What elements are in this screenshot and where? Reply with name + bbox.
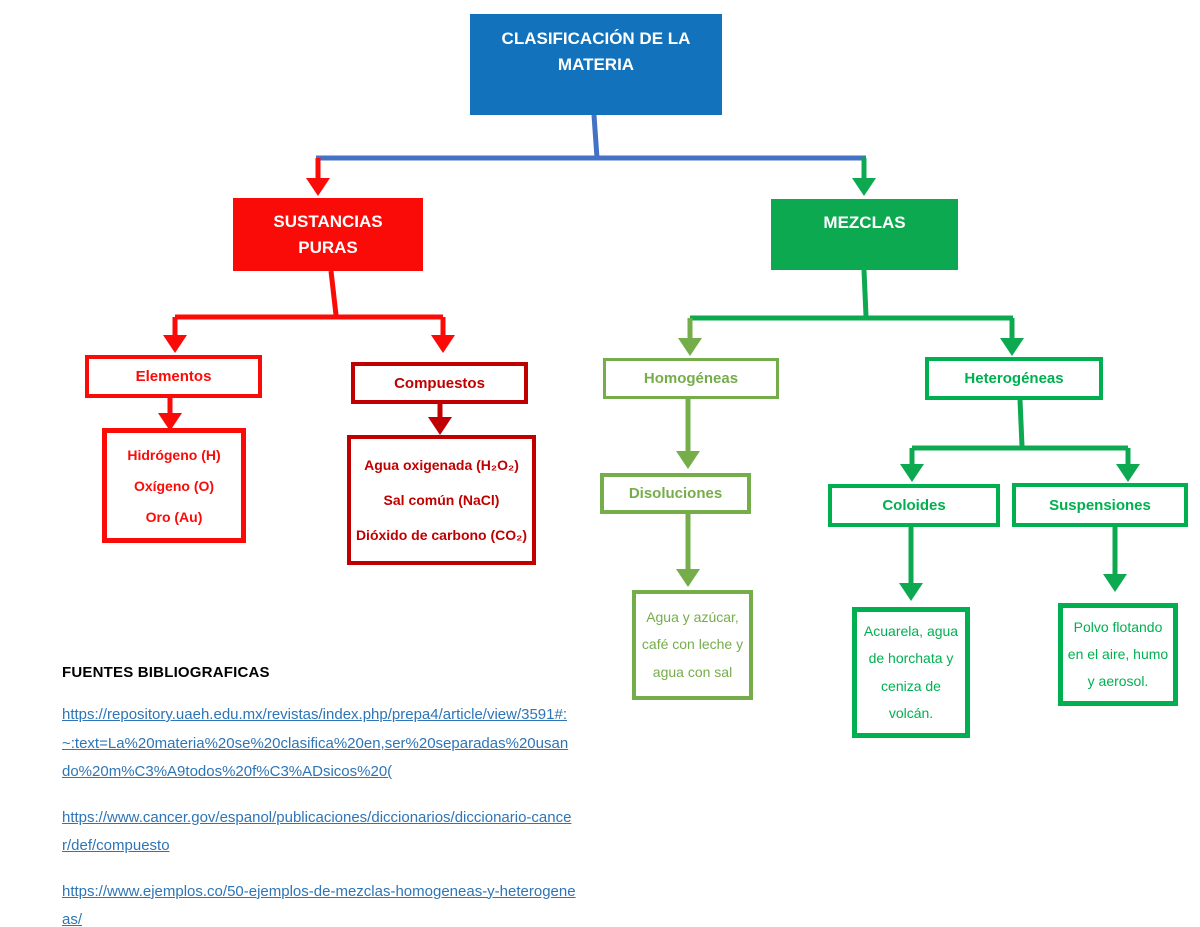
elementos-examples-box: Hidrógeno (H) Oxígeno (O) Oro (Au) [102,428,246,543]
arrow-to-heterogeneas [1000,318,1024,356]
node-elementos: Elementos [85,355,262,398]
node-homogeneas: Homogéneas [603,358,779,399]
arrow-suspensiones-to-example [1103,527,1127,592]
connector-sustancias-split [175,270,443,320]
node-coloides-label: Coloides [882,497,946,514]
example-oro: Oro (Au) [145,508,203,525]
arrow-to-mezclas [852,158,876,196]
connector-title-to-branches [316,114,866,161]
coloides-example-text: Acuarela, agua de horchata y ceniza de v… [863,622,959,721]
node-sustancias-puras-label: SUSTANCIAS PURAS [273,212,383,257]
arrow-to-homogeneas [678,318,702,356]
arrow-homogeneas-to-disoluciones [676,398,700,469]
example-hidrogeno: Hidrógeno (H) [127,446,221,463]
node-suspensiones: Suspensiones [1012,483,1188,527]
root-node-label: CLASIFICACIÓN DE LA MATERIA [501,29,691,74]
bibliography-section: FUENTES BIBLIOGRAFICAS https://repositor… [62,664,576,927]
arrow-compuestos-to-examples [428,404,452,435]
disoluciones-example-box: Agua y azúcar, café con leche y agua con… [632,590,753,700]
arrow-to-sustancias-puras [306,158,330,196]
arrow-disoluciones-to-example [676,514,700,587]
bibliography-heading: FUENTES BIBLIOGRAFICAS [62,664,270,681]
node-compuestos: Compuestos [351,362,528,404]
node-mezclas: MEZCLAS [771,199,958,270]
suspensiones-example-text: Polvo flotando en el aire, humo y aeroso… [1067,618,1169,690]
compuestos-examples-box: Agua oxigenada (H₂O₂) Sal común (NaCl) D… [347,435,536,565]
bibliography-link-cancer-gov[interactable]: https://www.cancer.gov/espanol/publicaci… [62,808,572,855]
arrow-to-compuestos [431,317,455,353]
arrow-coloides-to-example [899,527,923,601]
example-sal-comun: Sal común (NaCl) [383,491,500,508]
coloides-example-box: Acuarela, agua de horchata y ceniza de v… [852,607,970,738]
connector-mezclas-split [690,269,1013,321]
suspensiones-example-box: Polvo flotando en el aire, humo y aeroso… [1058,603,1178,706]
example-oxigeno: Oxígeno (O) [133,477,215,494]
disoluciones-example-text: Agua y azúcar, café con leche y agua con… [641,609,744,680]
node-disoluciones: Disoluciones [600,473,751,514]
bibliography-link-uaeh[interactable]: https://repository.uaeh.edu.mx/revistas/… [62,706,569,780]
node-heterogeneas: Heterogéneas [925,357,1103,400]
connector-heterogeneas-split [912,399,1128,451]
node-homogeneas-label: Homogéneas [643,370,739,387]
arrow-elementos-to-examples [158,398,182,431]
arrow-to-elementos [163,317,187,353]
root-node-clasificacion-de-la-materia: CLASIFICACIÓN DE LA MATERIA [470,14,722,115]
node-elementos-label: Elementos [135,368,212,385]
node-sustancias-puras: SUSTANCIAS PURAS [233,198,423,271]
example-dioxido-de-carbono: Dióxido de carbono (CO₂) [355,527,528,544]
node-compuestos-label: Compuestos [394,374,485,392]
bibliography-link-ejemplos[interactable]: https://www.ejemplos.co/50-ejemplos-de-m… [62,882,576,927]
node-disoluciones-label: Disoluciones [628,485,723,502]
arrow-to-coloides [900,448,924,482]
node-coloides: Coloides [828,484,1000,527]
example-agua-oxigenada: Agua oxigenada (H₂O₂) [364,456,519,473]
arrow-to-suspensiones [1116,448,1140,482]
node-mezclas-label: MEZCLAS [823,213,906,232]
node-suspensiones-label: Suspensiones [1049,496,1151,514]
node-heterogeneas-label: Heterogéneas [964,370,1064,387]
